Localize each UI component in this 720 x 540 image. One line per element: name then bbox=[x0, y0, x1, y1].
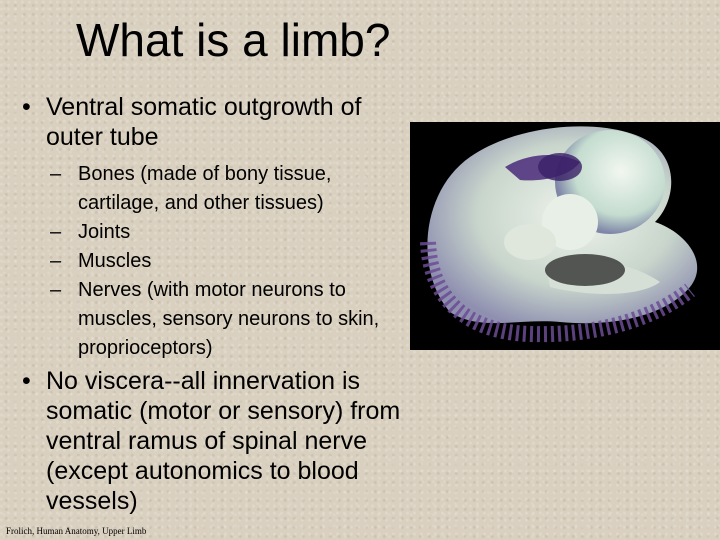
slide-title: What is a limb? bbox=[76, 14, 391, 66]
heart-bulge bbox=[542, 194, 598, 250]
sub-bullet-marker: – bbox=[50, 163, 62, 185]
bullet-1: • Ventral somatic outgrowth of outer tub… bbox=[22, 92, 412, 152]
sub-bullet-text: Nerves (with motor neurons to muscles, s… bbox=[78, 279, 380, 359]
embryo-photo bbox=[410, 122, 720, 350]
yolk-shadow bbox=[545, 254, 625, 286]
sub-bullet: – Joints bbox=[50, 218, 410, 247]
bullet-marker: • bbox=[22, 93, 31, 121]
sub-bullet: – Bones (made of bony tissue, cartilage,… bbox=[50, 160, 410, 218]
sub-bullet: – Muscles bbox=[50, 247, 410, 276]
bullet-text: No viscera--all innervation is somatic (… bbox=[46, 367, 401, 515]
bullet-marker: • bbox=[22, 367, 31, 395]
bullet-text: Ventral somatic outgrowth of outer tube bbox=[46, 93, 362, 151]
sub-bullet-text: Joints bbox=[78, 221, 131, 243]
eye-stain bbox=[538, 153, 582, 181]
embryo-tail-edge bbox=[420, 241, 695, 343]
limb-bud bbox=[504, 224, 556, 260]
sub-bullet-marker: – bbox=[50, 221, 62, 243]
sub-bullet-list: – Bones (made of bony tissue, cartilage,… bbox=[50, 160, 410, 363]
sub-bullet-marker: – bbox=[50, 250, 62, 272]
sub-bullet-marker: – bbox=[50, 279, 62, 301]
sub-bullet: – Nerves (with motor neurons to muscles,… bbox=[50, 276, 410, 363]
footer-credit: Frolich, Human Anatomy, Upper Limb bbox=[6, 526, 147, 536]
sub-bullet-text: Bones (made of bony tissue, cartilage, a… bbox=[78, 163, 332, 214]
sub-bullet-text: Muscles bbox=[78, 250, 152, 272]
embryo-illustration bbox=[420, 126, 698, 343]
bullet-2: • No viscera--all innervation is somatic… bbox=[22, 366, 412, 516]
